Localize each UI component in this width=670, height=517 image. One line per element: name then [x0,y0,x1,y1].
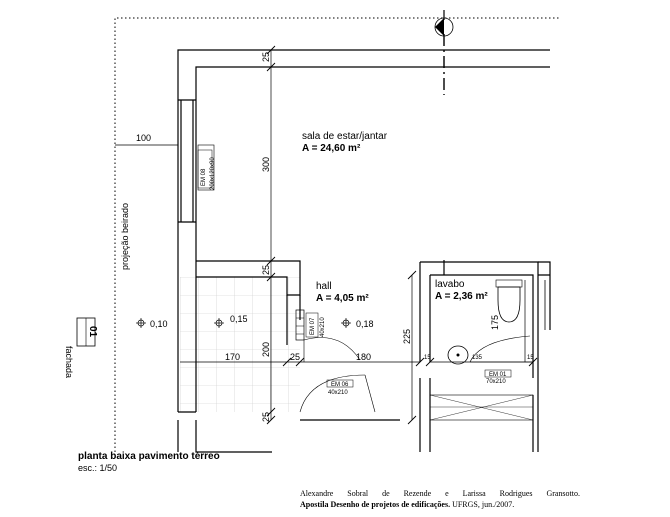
dim-300: 300 [261,157,271,172]
opening-em07-size: 40x210 [320,317,326,337]
dim-175: 175 [490,315,500,330]
room-area-lavabo: A = 2,36 m² [435,291,488,302]
eave-projection-line [114,17,560,452]
eave-label: projeção beirado [120,203,130,270]
dim-100: 100 [136,133,151,143]
room-area-sala: A = 24,60 m² [302,143,361,154]
credits-source-line: Apostila Desenho de projetos de edificaç… [300,499,580,510]
level-015: 0,15 [230,314,248,324]
credits-book: Apostila Desenho de projetos de edificaç… [300,500,451,509]
dim-15-right: 15 [527,355,534,361]
facade-marker-icon [76,317,96,347]
section-marker-icon [434,10,454,275]
credits-block: Alexandre Sobral de Rezende e Larissa Ro… [300,488,580,510]
dim-25-mid: 25 [261,265,271,275]
opening-em08-size: 200x120x90 [210,157,216,190]
toilet-fixture [497,286,521,323]
facade-number: 01 [87,326,98,338]
dim-135: 135 [472,355,483,361]
dim-170: 170 [225,352,240,362]
dim-225: 225 [402,329,412,344]
tiled-floor [180,277,300,412]
dim-25-low: 25 [261,412,271,422]
level-010: 0,10 [150,319,168,329]
opening-em01: EM 01 [489,372,507,378]
level-markers [136,318,351,328]
dim-180: 180 [356,352,371,362]
opening-em08: EM 08 [201,168,207,186]
sink-fixture [447,345,469,365]
credits-authors: Alexandre Sobral de Rezende e Larissa Ro… [300,489,580,498]
opening-em06-size: 40x210 [328,390,348,396]
credits-source: UFRGS, jun./2007. [452,500,515,509]
dim-15-left: 15 [424,355,431,361]
level-018: 0,18 [356,319,374,329]
dim-200: 200 [261,342,271,357]
opening-em06: EM 06 [331,382,349,388]
room-name-hall: hall [316,281,332,292]
room-name-lavabo: lavabo [435,279,465,290]
drawing-scale: esc.: 1/50 [78,463,117,473]
room-name-sala: sala de estar/jantar [302,131,388,142]
dim-25-h: 25 [290,352,300,362]
opening-em07: EM 07 [310,317,316,335]
facade-label: fachada [64,346,74,378]
opening-em01-size: 70x210 [486,379,506,385]
walls [177,49,551,453]
room-area-hall: A = 4,05 m² [316,293,369,304]
dim-25-top: 25 [261,52,271,62]
drawing-title: planta baixa pavimento térreo [78,451,220,462]
